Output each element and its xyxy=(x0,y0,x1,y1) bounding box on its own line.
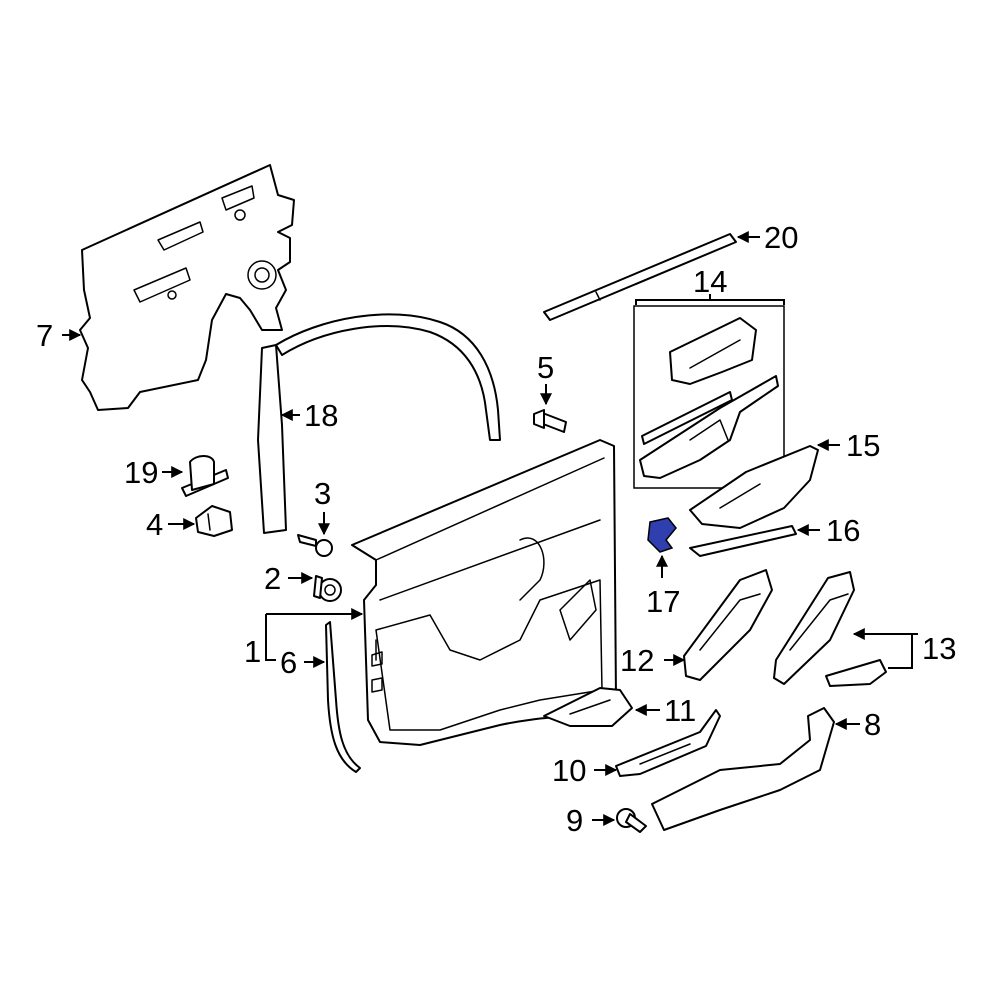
part-9-bolt[interactable] xyxy=(616,808,647,833)
part-7-water-shield[interactable] xyxy=(79,164,295,411)
part-18-pillar-seal[interactable] xyxy=(257,313,501,534)
callout-9: 9 xyxy=(566,803,583,838)
part-19-clip[interactable] xyxy=(181,455,229,497)
part-8-armrest-pad[interactable] xyxy=(651,707,835,831)
part-13-armrest-cover[interactable] xyxy=(773,571,887,687)
part-4-bracket[interactable] xyxy=(195,505,233,537)
callout-8: 8 xyxy=(864,707,881,742)
part-17-clip[interactable] xyxy=(647,517,677,553)
callout-18: 18 xyxy=(304,398,338,433)
callout-1: 1 xyxy=(244,634,261,669)
callout-10: 10 xyxy=(552,753,586,788)
callout-5: 5 xyxy=(537,350,554,385)
callout-6: 6 xyxy=(280,645,297,680)
part-15-armrest-insert[interactable] xyxy=(689,445,819,529)
callout-17: 17 xyxy=(646,584,680,619)
callout-15: 15 xyxy=(846,428,880,463)
callout-20: 20 xyxy=(764,220,798,255)
part-6-seal-strip[interactable] xyxy=(325,621,361,773)
part-5-screw[interactable] xyxy=(533,409,567,433)
part-11-pocket-liner[interactable] xyxy=(543,687,633,727)
callout-19: 19 xyxy=(124,455,158,490)
callout-4: 4 xyxy=(146,507,163,542)
part-14-handle-assembly[interactable] xyxy=(633,305,785,489)
callout-12: 12 xyxy=(620,643,654,678)
callout-13: 13 xyxy=(922,631,956,666)
callout-11: 11 xyxy=(664,693,696,728)
part-12-armrest-cover[interactable] xyxy=(683,569,773,681)
part-16-trim-strip[interactable] xyxy=(689,525,797,557)
part-2-push-retainer[interactable] xyxy=(313,575,342,602)
callout-16: 16 xyxy=(826,513,860,548)
callout-2: 2 xyxy=(264,561,281,596)
part-20-upper-trim-strip[interactable] xyxy=(543,233,737,321)
callout-labels: 7 18 19 4 3 2 1 6 5 20 14 15 16 17 12 13… xyxy=(36,220,956,838)
leader-lines xyxy=(62,231,918,826)
callout-3: 3 xyxy=(314,476,331,511)
callout-14: 14 xyxy=(693,264,727,299)
part-3-bolt[interactable] xyxy=(297,534,333,557)
part-10-switch-bezel[interactable] xyxy=(615,709,721,777)
callout-7: 7 xyxy=(36,318,53,353)
